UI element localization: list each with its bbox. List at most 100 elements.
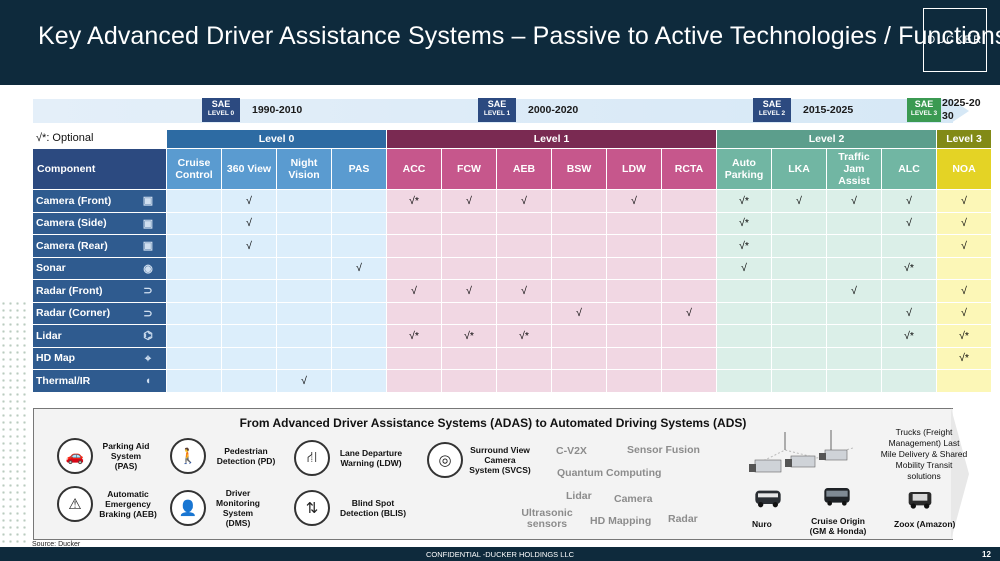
group-level-1: Level 1 xyxy=(386,129,717,149)
table-cell xyxy=(166,256,222,280)
row-label-text: Thermal/IR xyxy=(36,374,91,387)
table-cell xyxy=(441,346,497,370)
table-cell xyxy=(496,369,552,393)
table-cell xyxy=(716,324,772,348)
table-cell xyxy=(496,234,552,258)
column-header: PAS xyxy=(331,148,387,190)
table-cell xyxy=(661,324,717,348)
table-cell xyxy=(221,279,277,303)
tech-ultrasonic-sensors: Ultrasonic sensors xyxy=(521,507,573,530)
feature-blis: ⇅ Blind Spot Detection (BLIS) xyxy=(294,490,410,526)
table-cell xyxy=(221,301,277,325)
panel-title: From Advanced Driver Assistance Systems … xyxy=(239,416,747,430)
table-cell: √ xyxy=(661,301,717,325)
table-cell xyxy=(771,279,827,303)
table-cell xyxy=(936,369,992,393)
table-cell xyxy=(166,234,222,258)
table-cell: √ xyxy=(716,256,772,280)
table-cell: √* xyxy=(716,189,772,213)
table-cell xyxy=(881,279,937,303)
table-cell xyxy=(441,211,497,235)
table-cell: √* xyxy=(716,211,772,235)
component-header: Component xyxy=(32,148,167,190)
table-cell xyxy=(276,211,332,235)
table-cell xyxy=(606,234,662,258)
table-cell: √ xyxy=(386,279,442,303)
feature-dms: 👤 Driver Monitoring System (DMS) xyxy=(170,488,264,528)
table-cell xyxy=(496,211,552,235)
table-cell xyxy=(661,234,717,258)
driver-icon: 👤 xyxy=(170,490,206,526)
table-cell: √ xyxy=(936,189,992,213)
table-cell: √ xyxy=(936,234,992,258)
table-cell xyxy=(166,189,222,213)
feature-aeb: ⚠ Automatic Emergency Braking (AEB) xyxy=(57,486,157,522)
camera-icon: ▣ xyxy=(142,195,154,207)
table-cell xyxy=(551,346,607,370)
table-cell xyxy=(771,256,827,280)
row-label: Thermal/IR◖ xyxy=(32,369,167,393)
tech-cv2x: C-V2X xyxy=(556,445,587,457)
confidential-label: CONFIDENTIAL -DUCKER HOLDINGS LLC xyxy=(425,550,575,559)
table-cell xyxy=(716,369,772,393)
table-cell xyxy=(496,301,552,325)
row-label-text: Radar (Corner) xyxy=(36,307,111,320)
tech-sensor-fusion: Sensor Fusion xyxy=(627,444,700,456)
table-cell xyxy=(936,256,992,280)
column-header: LDW xyxy=(606,148,662,190)
table-cell xyxy=(661,256,717,280)
table-cell xyxy=(276,279,332,303)
table-cell xyxy=(276,189,332,213)
blind-spot-icon: ⇅ xyxy=(294,490,330,526)
tech-quantum-computing: Quantum Computing xyxy=(557,467,662,479)
table-cell xyxy=(166,211,222,235)
table-cell xyxy=(221,256,277,280)
column-header: Night Vision xyxy=(276,148,332,190)
map-pin-icon: ⌖ xyxy=(144,352,152,365)
table-cell xyxy=(771,301,827,325)
table-cell xyxy=(386,346,442,370)
table-cell xyxy=(826,346,882,370)
table-cell: √ xyxy=(606,189,662,213)
surround-view-icon: ◎ xyxy=(427,442,463,478)
table-cell xyxy=(221,324,277,348)
table-cell: √ xyxy=(826,279,882,303)
source-note: Source: Ducker xyxy=(32,541,81,548)
table-cell xyxy=(276,301,332,325)
table-cell xyxy=(331,189,387,213)
table-cell xyxy=(606,346,662,370)
table-cell xyxy=(276,234,332,258)
column-header: ACC xyxy=(386,148,442,190)
table-cell xyxy=(221,369,277,393)
table-row: Radar (Front)⊃√√√√√ xyxy=(32,279,992,303)
table-cell xyxy=(716,301,772,325)
table-cell xyxy=(496,346,552,370)
table-cell xyxy=(551,279,607,303)
table-cell xyxy=(661,346,717,370)
tech-radar: Radar xyxy=(668,513,698,525)
table-cell xyxy=(331,324,387,348)
row-label-text: Camera (Side) xyxy=(36,217,107,230)
table-cell xyxy=(606,369,662,393)
feature-label: Pedestrian Detection (PD) xyxy=(216,446,276,466)
column-header: Auto Parking xyxy=(716,148,772,190)
table-cell xyxy=(551,234,607,258)
table-cell xyxy=(276,256,332,280)
table-cell xyxy=(606,301,662,325)
panel-arrow xyxy=(951,408,969,540)
table-cell xyxy=(661,279,717,303)
timeline-years-level-1: 2000-2020 xyxy=(528,104,579,116)
table-cell xyxy=(826,234,882,258)
table-cell xyxy=(221,346,277,370)
table-cell xyxy=(441,234,497,258)
table-cell xyxy=(606,211,662,235)
table-row: Radar (Corner)⊃√√√√ xyxy=(32,301,992,325)
table-cell xyxy=(276,346,332,370)
page-number: 12 xyxy=(982,550,991,559)
tech-hd-mapping: HD Mapping xyxy=(590,515,652,527)
table-cell: √ xyxy=(881,211,937,235)
column-header: Cruise Control xyxy=(166,148,222,190)
